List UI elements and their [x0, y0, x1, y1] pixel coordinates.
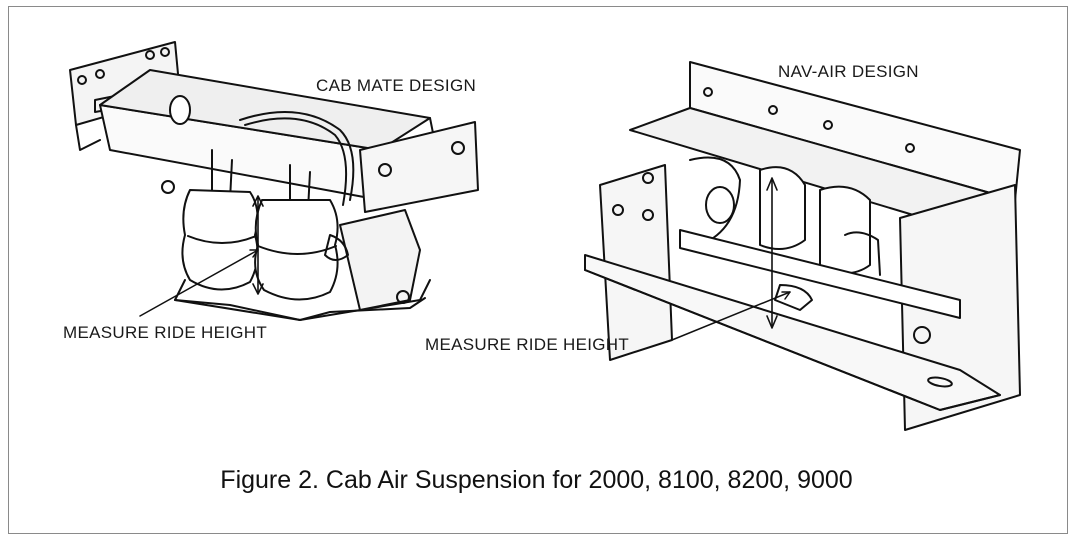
nav-air-title: NAV-AIR DESIGN	[778, 62, 919, 81]
cab-mate-drawing	[69, 41, 479, 321]
cab-mate-callout: MEASURE RIDE HEIGHT	[63, 323, 268, 342]
nav-air-callout: MEASURE RIDE HEIGHT	[425, 335, 630, 354]
nav-air-drawing	[584, 61, 1021, 431]
figure-caption: Figure 2. Cab Air Suspension for 2000, 8…	[220, 466, 853, 494]
cab-mate-title: CAB MATE DESIGN	[316, 76, 477, 95]
